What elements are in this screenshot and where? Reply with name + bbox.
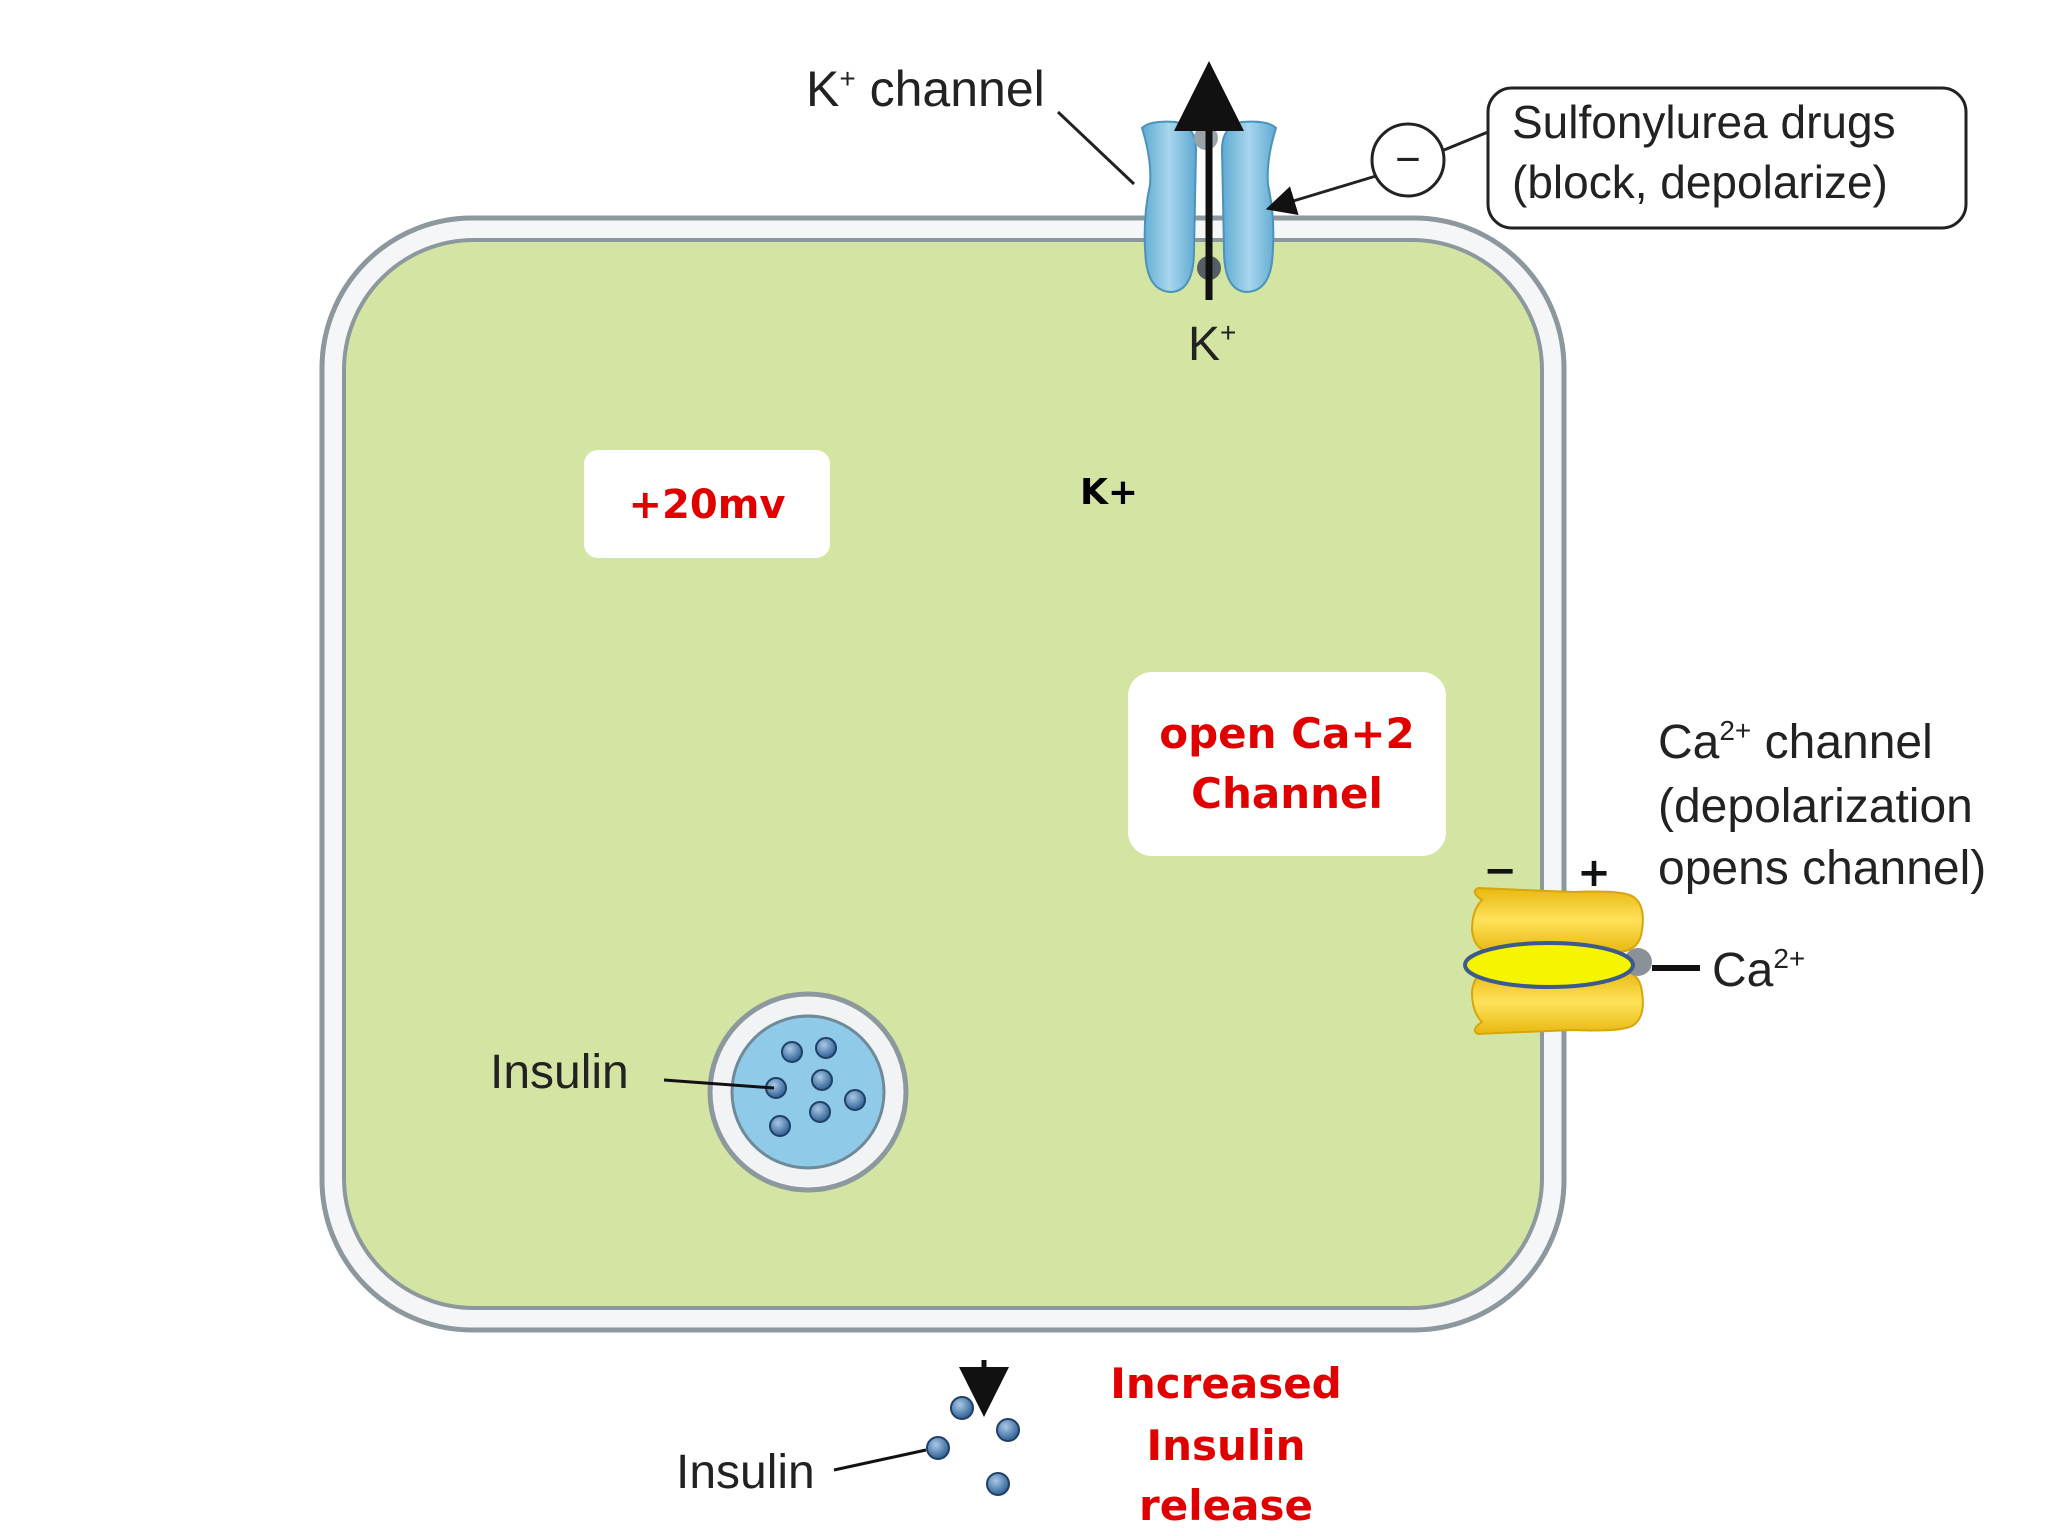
minus-sign-circle	[1370, 122, 1446, 198]
insulin-granule	[769, 1115, 791, 1137]
release-line2: Insulin	[1146, 1421, 1305, 1470]
insulin-granule	[844, 1089, 866, 1111]
block-arrow	[1265, 174, 1377, 216]
sulfonylurea-callout	[1056, 86, 1968, 230]
ca-plus-sign: +	[1577, 850, 1611, 896]
released-granule	[926, 1436, 950, 1460]
k-channel-label: K+ channel	[806, 61, 1045, 117]
voltage-label: +20mv	[629, 482, 786, 528]
insulin-granule	[781, 1041, 803, 1063]
k-plus-inside-label: K+	[1080, 472, 1138, 513]
ca-channel-label-line1: Ca2+ channel	[1658, 715, 1933, 769]
ca-minus-sign: −	[1483, 848, 1517, 894]
minus-sign: −	[1395, 135, 1421, 184]
open-ca-line2: Channel	[1191, 769, 1383, 818]
drug-connector	[1443, 130, 1489, 152]
k-channel	[1140, 61, 1278, 300]
sulfonylurea-line2: (block, depolarize)	[1512, 156, 1888, 208]
ca-channel-top-subunit	[1470, 886, 1644, 953]
voltage-box	[584, 450, 830, 558]
k-channel-pointer	[1056, 110, 1136, 186]
insulin-granule	[811, 1069, 833, 1091]
ca-channel-label-line2: (depolarization	[1658, 780, 1973, 833]
ca-ion-label: Ca2+	[1712, 943, 1805, 997]
k-channel-right-subunit	[1220, 120, 1278, 294]
open-ca-line1: open Ca+2	[1159, 709, 1415, 758]
released-granule	[996, 1418, 1020, 1442]
k-channel-left-subunit	[1140, 120, 1198, 294]
release-line3: release	[1139, 1481, 1313, 1530]
insulin-outside-label: Insulin	[676, 1446, 815, 1499]
ca-channel-label-line3: opens channel)	[1658, 842, 1986, 895]
insulin-inside-pointer	[663, 1078, 775, 1090]
release-line1: Increased	[1110, 1359, 1342, 1408]
released-granule	[986, 1472, 1010, 1496]
released-granule	[950, 1396, 974, 1420]
insulin-granule	[809, 1101, 831, 1123]
open-ca-box	[1128, 672, 1446, 856]
insulin-granule	[815, 1037, 837, 1059]
insulin-outside-pointer	[833, 1448, 927, 1472]
released-insulin	[833, 1360, 1020, 1496]
ca-channel-pore	[1463, 941, 1635, 989]
insulin-inside-label: Insulin	[490, 1046, 629, 1099]
sulfonylurea-box	[1486, 86, 1968, 230]
sulfonylurea-line1: Sulfonylurea drugs	[1512, 96, 1896, 148]
k-ion-label: K+	[1188, 317, 1236, 371]
ca-channel	[1463, 886, 1700, 1036]
insulin-vesicle	[663, 991, 909, 1193]
